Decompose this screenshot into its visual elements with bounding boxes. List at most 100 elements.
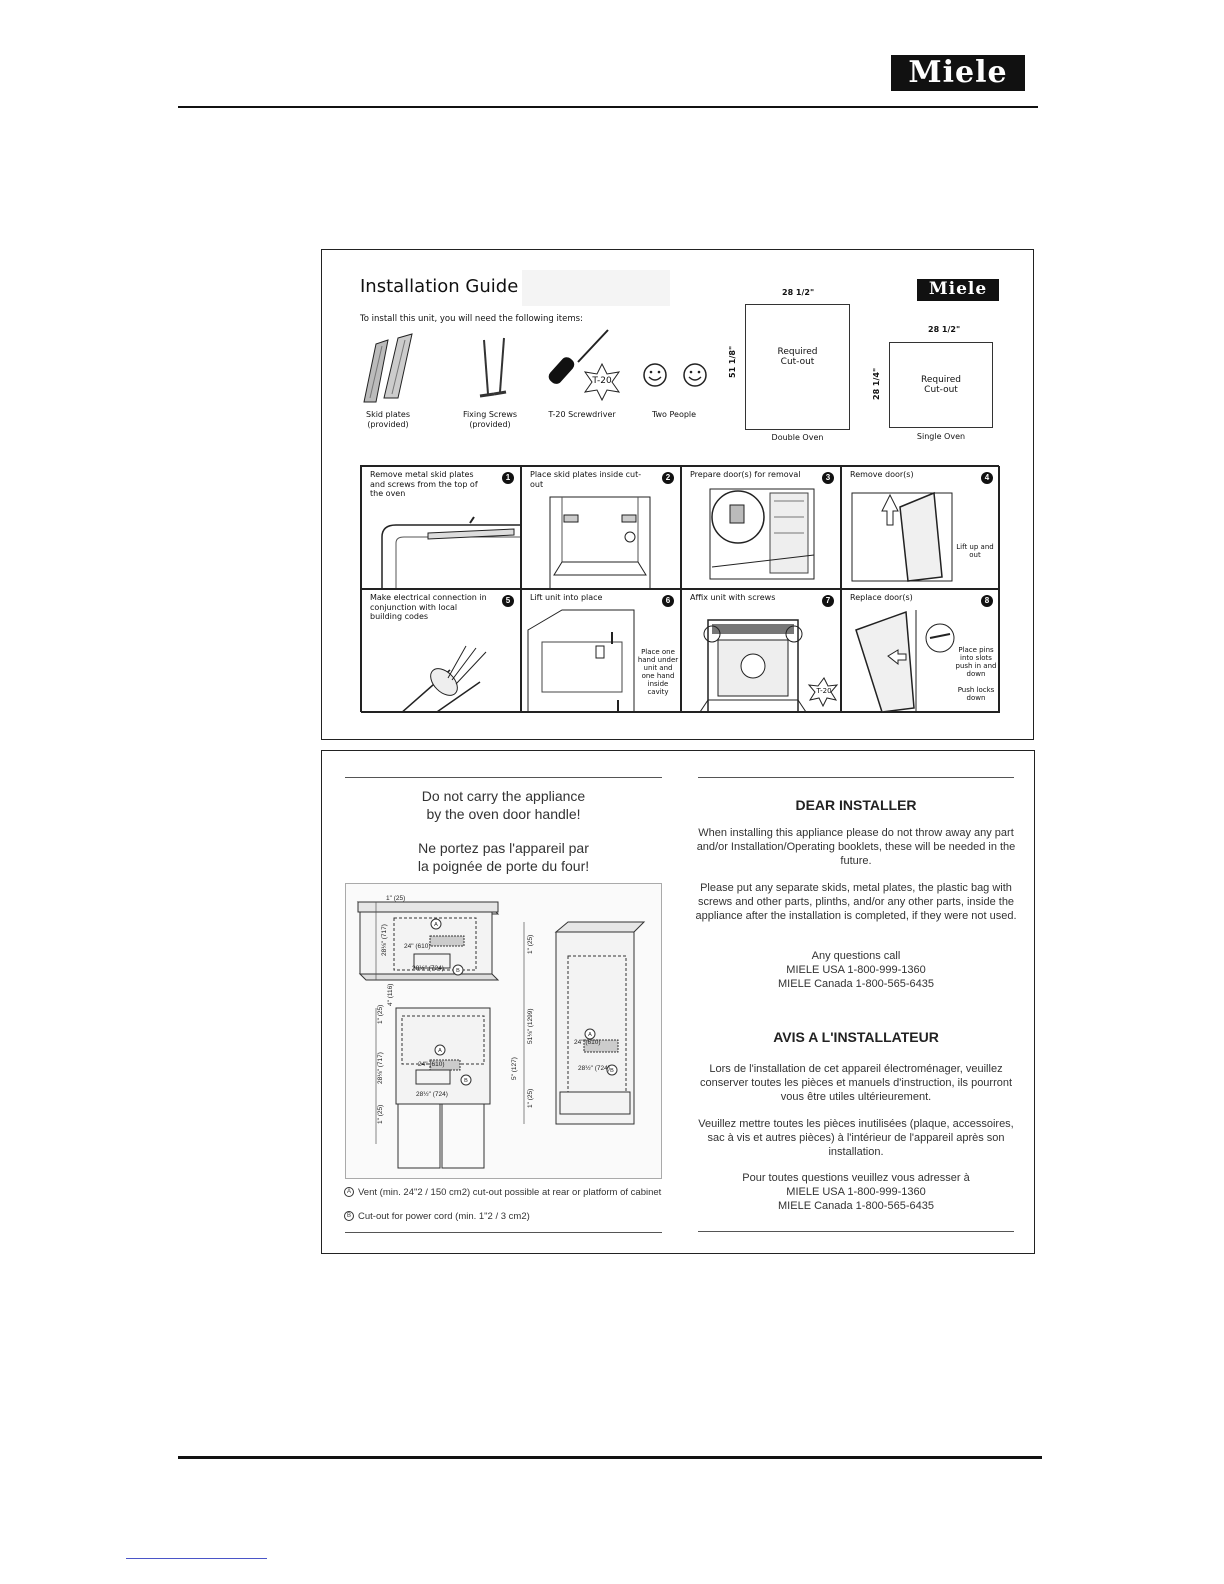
cabinet-dimension-diagram: A B A B A B 1" (25) 28⅛" (717) 24" (610)… [345,883,662,1179]
step-text: Prepare door(s) for removal [690,470,801,479]
dear-installer-paragraph-2: Please put any separate skids, metal pla… [695,882,1017,922]
step-3-illustration [709,488,815,580]
step-number: 1 [502,472,514,484]
step-1: Remove metal skid plates and screws from… [361,466,521,589]
dimension-label: 28⅛" (717) [381,924,388,956]
tool-label: Skid plates(provided) [366,410,410,429]
dimension-label: 28½" (724) [578,1064,610,1072]
avis-paragraph-2: Veuillez mettre toutes les pièces inutil… [698,1118,1014,1158]
left-column-rule-bottom [345,1232,662,1233]
screwdriver-icon [548,329,609,384]
step-number: 3 [822,472,834,484]
header-rule [178,106,1038,108]
installation-guide-panel: Installation Guide To install this unit,… [321,249,1034,740]
step-2-illustration [549,496,651,588]
step-4: Remove door(s) 4 Lift up and out [841,466,1000,589]
step-6: Lift unit into place 6 Place one hand un… [521,589,681,713]
step-text: Lift unit into place [530,593,603,602]
single-oven-width: 28 1/2" [928,325,961,334]
fixing-screws-icon [479,337,507,398]
tool-label: Two People [651,410,697,419]
marker-a: A [438,1048,442,1054]
legend-marker-a: A [344,1187,354,1198]
single-oven-height: 28 1/4" [872,367,881,400]
right-column-rule-bottom [698,1231,1014,1232]
dimension-label: 1" (25) [386,895,405,902]
dimension-label: 1" (25) [527,1089,534,1108]
step-6-illustration [527,609,635,712]
dimension-label: 5" (127) [511,1057,518,1080]
right-column-rule-top [698,777,1014,778]
skid-plates-icon [363,333,413,403]
left-column-rule-top [345,777,662,778]
dimension-label: 51⅛" (1299) [527,1008,534,1044]
avis-installateur-heading: AVIS A L'INSTALLATEUR [773,1029,939,1045]
dimension-label: 1" (25) [377,1005,384,1024]
step-3: Prepare door(s) for removal 3 [681,466,841,589]
step-side-note: Lift up and out [956,543,994,560]
t20-star-icon [583,362,621,402]
step-5-illustration [401,645,487,712]
dimension-label: 28½" (724) [416,1090,448,1098]
t20-label: T-20 [592,376,612,386]
step-8-illustration [855,610,955,712]
double-oven-height: 51 1/8" [728,345,737,378]
title-shade [522,270,670,306]
avis-paragraph-1: Lors de l'installation de cet appareil é… [699,1063,1013,1103]
double-oven-cutout [745,304,850,430]
marker-b: B [464,1078,468,1084]
step-2: Place skid plates inside cut-out 2 [521,466,681,589]
double-oven-width: 28 1/2" [782,288,815,297]
step-4-illustration [851,491,953,582]
step-number: 5 [502,595,514,607]
smiley-icon [643,363,707,387]
cabinet-diagram-illustration: A B A B A B 1" (25) 28⅛" (717) 24" (610)… [356,895,646,1169]
required-items-text: To install this unit, you will need the … [360,314,583,324]
step-number: 6 [662,595,674,607]
t20-label: T-20 [816,687,832,695]
dimension-label: 24" (610) [574,1039,601,1046]
step-text: Replace door(s) [850,593,913,602]
step-text: Remove door(s) [850,470,914,479]
step-7-illustration [699,619,839,712]
dimension-label: 4" (116) [387,984,394,1006]
avis-contact: Pour toutes questions veuillez vous adre… [742,1172,970,1212]
dear-installer-heading: DEAR INSTALLER [795,797,917,813]
single-oven-caption: Single Oven [916,432,966,441]
tool-label: Fixing Screws(provided) [462,410,518,429]
dimension-label: 1" (25) [377,1105,384,1124]
step-side-note-2: Push locks down [957,686,995,703]
step-5: Make electrical connection in conjunctio… [361,589,521,713]
single-oven-cutout [889,342,993,428]
step-text: Place skid plates inside cut-out [530,470,642,489]
steps-grid: Remove metal skid plates and screws from… [360,465,1000,713]
step-1-illustration [381,516,520,588]
double-oven-caption: Double Oven [771,433,824,442]
step-number: 4 [981,472,993,484]
dimension-label: 28½" (724) [412,964,444,972]
step-side-note: Place pins into slots push in and down [955,646,997,679]
step-number: 7 [822,595,834,607]
legend-marker-b: B [344,1211,354,1222]
miele-logo: Miele [891,55,1025,91]
footer-rule [178,1456,1042,1459]
miele-logo-small: Miele [917,279,999,301]
marker-a: A [434,922,438,928]
dimension-label: 24" (610) [404,943,431,950]
step-number: 8 [981,595,993,607]
footnote-separator [126,1558,267,1559]
step-text: Remove metal skid plates and screws from… [370,470,478,499]
tool-label: T-20 Screwdriver [548,410,616,419]
step-number: 2 [662,472,674,484]
dear-installer-paragraph-1: When installing this appliance please do… [696,827,1016,867]
step-text: Affix unit with screws [690,593,776,602]
step-7: Affix unit with screws 7 T-20 [681,589,841,713]
dimension-label: 1" (25) [527,935,534,954]
